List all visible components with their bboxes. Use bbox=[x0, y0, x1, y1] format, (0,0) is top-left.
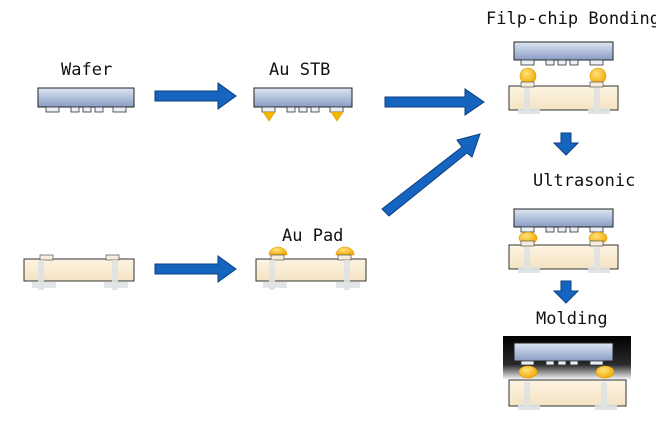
wafer-chip bbox=[37, 87, 135, 113]
arrow-stb-to-flipchip bbox=[384, 88, 485, 116]
substrate-left bbox=[23, 254, 135, 290]
arrow-down-molding bbox=[552, 280, 580, 304]
label-ultrasonic: Ultrasonic bbox=[533, 171, 636, 191]
gold-stud-bump-left bbox=[262, 111, 276, 122]
arrow-substrate-to-pad bbox=[154, 255, 237, 283]
arrow-pad-to-flipchip bbox=[381, 133, 481, 217]
molding-assembly bbox=[503, 336, 631, 410]
gold-pad-left bbox=[268, 246, 288, 256]
gold-pad-right bbox=[335, 246, 355, 256]
label-molding: Molding bbox=[536, 309, 608, 329]
arrow-down-ultrasonic bbox=[552, 132, 580, 156]
label-au-stb: Au STB bbox=[269, 60, 331, 80]
au-pad-substrate bbox=[255, 246, 367, 290]
flip-chip-assembly bbox=[508, 41, 619, 114]
au-stb-chip bbox=[253, 87, 353, 122]
gold-stud-bump-right bbox=[330, 111, 344, 122]
label-wafer: Wafer bbox=[61, 60, 113, 80]
label-au-pad: Au Pad bbox=[282, 226, 344, 246]
ultrasonic-assembly bbox=[508, 208, 619, 273]
arrow-wafer-to-stb bbox=[154, 82, 237, 110]
label-flip-chip-bonding: Filp-chip Bonding bbox=[486, 9, 656, 29]
